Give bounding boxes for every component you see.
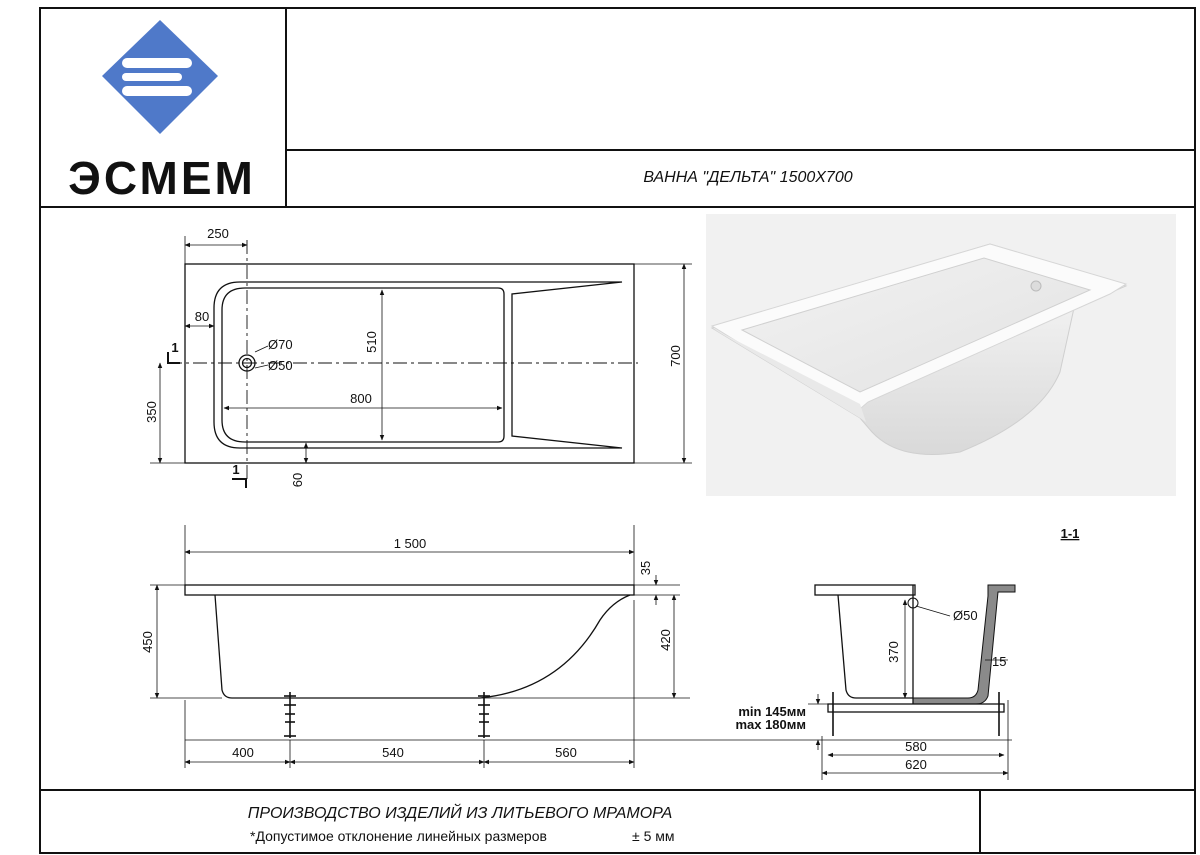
dim-510: 510: [364, 331, 379, 353]
footer: ПРОИЗВОДСТВО ИЗДЕЛИЙ ИЗ ЛИТЬЕВОГО МРАМОР…: [248, 803, 675, 844]
dim-400: 400: [232, 745, 254, 760]
bathtub-photo: [706, 214, 1176, 496]
logo-bar-top: [122, 58, 192, 68]
leg-right: [478, 692, 490, 738]
side-view-rim: [184, 584, 635, 596]
section-view: [808, 584, 1016, 780]
section-drain: [907, 597, 919, 609]
tub-basin-inner: [740, 257, 1092, 393]
dim-700: 700: [668, 345, 683, 367]
dim-60: 60: [290, 473, 305, 487]
logo-bar-bottom: [122, 86, 192, 96]
side-view-labels: 1 500 35 450 420 400 540 560: [140, 536, 673, 760]
section-dim-d50: Ø50: [953, 608, 978, 623]
logo-text: ЭСМЕМ: [68, 152, 256, 204]
dim-800: 800: [350, 391, 372, 406]
section-rim: [814, 584, 916, 596]
section-mark-bottom: 1: [232, 462, 239, 477]
section-view-labels: 1-1 Ø50 370 15 min 145мм max 180мм 580 6…: [735, 526, 1079, 772]
tub-overflow-hole: [1030, 280, 1042, 292]
drain-inner-label: Ø50: [268, 358, 293, 373]
dim-35: 35: [638, 561, 653, 575]
top-view: [150, 236, 692, 488]
leg-min-label: min 145мм: [738, 704, 806, 719]
section-dim-620: 620: [905, 757, 927, 772]
drain-inner-circle: [241, 357, 253, 369]
logo-bar-mid: [122, 73, 182, 81]
dim-350: 350: [144, 401, 159, 423]
top-view-basin: [221, 287, 505, 443]
dim-420: 420: [658, 629, 673, 651]
dim-560: 560: [555, 745, 577, 760]
section-leg-frame: [827, 703, 1005, 713]
dim-1500: 1 500: [394, 536, 427, 551]
side-view: [150, 525, 1012, 768]
dim-80: 80: [195, 309, 209, 324]
top-view-outline: [184, 263, 635, 464]
section-label: 1-1: [1061, 526, 1080, 541]
footer-note: *Допустимое отклонение линейных размеров: [250, 828, 547, 844]
section-dim-15: 15: [992, 654, 1006, 669]
logo: ЭСМЕМ: [68, 20, 256, 204]
drain-outer-circle: [238, 354, 256, 372]
section-dim-580: 580: [905, 739, 927, 754]
top-view-inner-rim: [213, 281, 623, 449]
dim-250: 250: [207, 226, 229, 241]
dim-540: 540: [382, 745, 404, 760]
top-view-labels: 250 80 510 800 700 350 60 Ø70 Ø50 1 1: [144, 226, 683, 487]
section-mark-left: 1: [171, 340, 178, 355]
footer-tolerance: ± 5 мм: [632, 828, 675, 844]
side-view-body: [214, 594, 631, 699]
leg-left: [284, 692, 296, 738]
section-body: [837, 594, 913, 699]
product-title: ВАННА "ДЕЛЬТА" 1500Х700: [643, 169, 852, 186]
leg-max-label: max 180мм: [735, 717, 806, 732]
footer-title: ПРОИЗВОДСТВО ИЗДЕЛИЙ ИЗ ЛИТЬЕВОГО МРАМОР…: [248, 803, 673, 822]
dim-450: 450: [140, 631, 155, 653]
section-hatched-wall: [912, 584, 1016, 705]
drain-outer-label: Ø70: [268, 337, 293, 352]
section-dim-370: 370: [886, 641, 901, 663]
frame: [39, 7, 1196, 854]
